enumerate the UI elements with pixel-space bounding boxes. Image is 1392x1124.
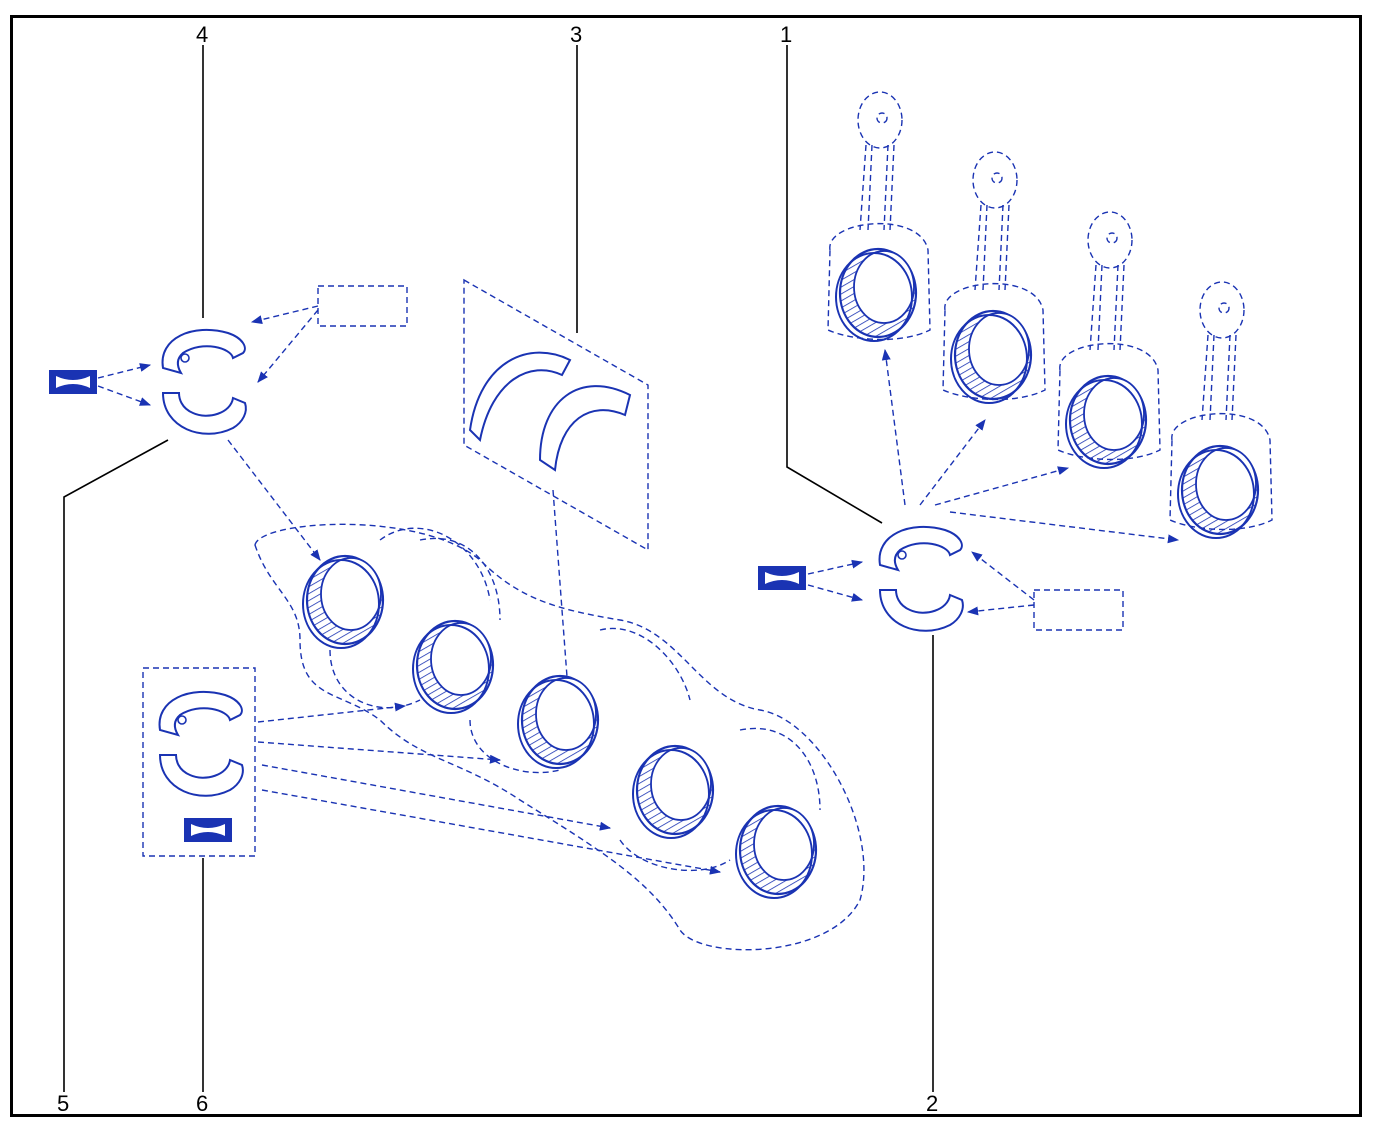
main-bearing-5	[734, 804, 818, 900]
main-bearing-1	[301, 554, 385, 650]
rod-bearing-1	[834, 247, 918, 343]
size-code-box	[1033, 589, 1124, 631]
diagram-frame	[10, 15, 1362, 1117]
main-bearing-3	[516, 674, 600, 770]
thrust-washer-icon	[468, 351, 572, 443]
callout-5: 5	[57, 1091, 70, 1116]
thrust-washers-3	[463, 278, 649, 692]
crankshaft-icon	[254, 523, 865, 951]
callout-4: 4	[196, 22, 209, 47]
bearing-shell-pair-icon	[878, 525, 964, 632]
callout-6: 6	[196, 1091, 209, 1116]
oil-grade-symbol-icon	[49, 370, 97, 394]
oil-grade-symbol-icon	[184, 818, 232, 842]
main-bearing-shells-6	[142, 667, 722, 875]
rod-bearing-4	[1176, 444, 1260, 540]
bearing-shell-pair-icon	[161, 328, 247, 435]
main-bearing-4	[631, 744, 715, 840]
rod-bearing-shells-4	[49, 285, 408, 561]
size-code-box	[317, 285, 408, 327]
callout-3: 3	[570, 22, 583, 47]
crankshaft-assembly	[254, 523, 865, 951]
leader-1	[786, 45, 883, 524]
connecting-rods	[827, 91, 1273, 540]
rod-bearing-shells-1-2	[758, 348, 1180, 632]
callout-2: 2	[926, 1091, 939, 1116]
leader-lines	[63, 45, 934, 1092]
main-bearing-2	[411, 619, 495, 715]
rod-bearing-3	[1064, 374, 1148, 470]
callout-1: 1	[780, 22, 793, 47]
bearing-shell-pair-icon	[158, 690, 244, 797]
rod-bearing-2	[949, 309, 1033, 405]
oil-grade-symbol-icon	[758, 566, 806, 590]
leader-5	[63, 439, 169, 1092]
